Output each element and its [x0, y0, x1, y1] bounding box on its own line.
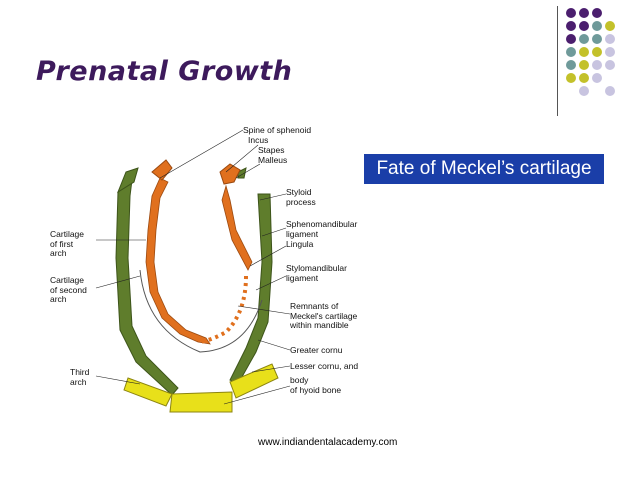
label-cartilage-first-arch: Cartilage of first arch — [50, 229, 85, 258]
mandible-outline — [139, 269, 263, 353]
decor-dot — [605, 34, 615, 44]
decor-dot — [592, 21, 602, 31]
second-arch-right — [229, 193, 273, 385]
label-lingula: Lingula — [286, 239, 314, 249]
footer-url: www.indiandentalacademy.com — [258, 437, 398, 448]
decor-dot — [566, 8, 576, 18]
decor-dot — [605, 60, 615, 70]
label-cartilage-second-arch: Cartilage of second arch — [50, 275, 87, 304]
styloid-process-left — [116, 167, 139, 194]
decor-dot — [566, 34, 576, 44]
hyoid-greater-cornu-left — [123, 377, 173, 407]
decor-dot — [592, 60, 602, 70]
malleus-incus-left — [151, 159, 173, 181]
meckel-remnants-right — [199, 275, 248, 344]
decor-dot — [566, 60, 576, 70]
label-body-hyoid: body of hyoid bone — [290, 375, 342, 395]
fate-callout: Fate of Meckel’s cartilage — [364, 154, 604, 184]
second-arch-left — [115, 178, 179, 396]
label-third-arch: Third arch — [70, 367, 90, 387]
label-sphenomandibular-ligament: Sphenomandibular ligament — [286, 219, 358, 239]
hyoid-body — [169, 391, 233, 413]
label-stapes: Stapes — [258, 145, 285, 155]
decor-dot — [605, 47, 615, 57]
decor-dot — [592, 47, 602, 57]
decor-dot — [566, 21, 576, 31]
decor-dot — [579, 60, 589, 70]
decor-dot — [579, 8, 589, 18]
label-remnants-meckel: Remnants of Meckel's cartilage within ma… — [290, 301, 358, 330]
decor-dot — [579, 47, 589, 57]
label-malleus: Malleus — [258, 155, 288, 165]
decor-dot — [579, 21, 589, 31]
decorative-divider — [557, 6, 558, 116]
slide-title: Prenatal Growth — [36, 56, 293, 87]
malleus-incus-right — [219, 163, 241, 185]
decor-dot — [592, 34, 602, 44]
label-greater-cornu: Greater cornu — [290, 345, 343, 355]
decor-dot — [579, 86, 589, 96]
decor-dot — [605, 86, 615, 96]
decor-dot — [605, 21, 615, 31]
meckel-cartilage-right — [221, 184, 253, 271]
label-incus: Incus — [248, 135, 269, 145]
decor-dot — [579, 34, 589, 44]
decor-dot — [566, 73, 576, 83]
label-spine-of-sphenoid: Spine of sphenoid — [243, 125, 312, 135]
label-styloid-process: Styloid process — [286, 187, 316, 207]
decor-dot — [592, 73, 602, 83]
hyoid-greater-cornu-right — [229, 363, 279, 399]
label-stylomandibular-ligament: Stylomandibular ligament — [286, 263, 347, 283]
label-lesser-cornu: Lesser cornu, and — [290, 361, 359, 371]
leader-lines — [95, 129, 291, 405]
decor-dot — [592, 8, 602, 18]
meckel-cartilage-left — [145, 177, 211, 345]
decor-dot — [566, 47, 576, 57]
decor-dot — [579, 73, 589, 83]
